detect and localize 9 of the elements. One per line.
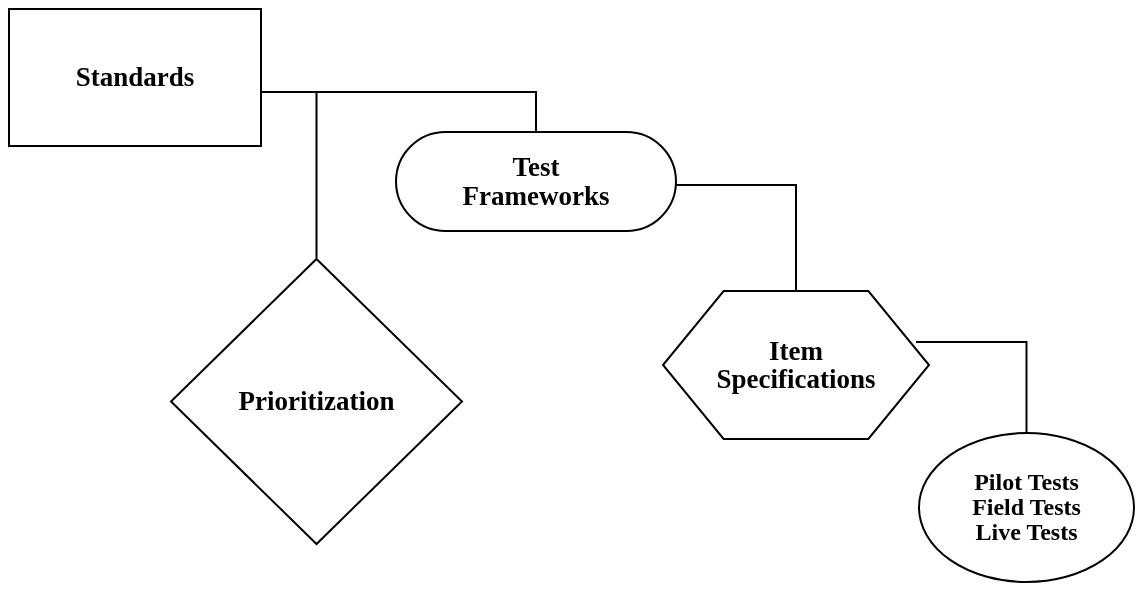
connector-line — [915, 341, 1028, 433]
node-label: Test Frameworks — [462, 153, 610, 210]
node-label: Live Tests — [975, 520, 1078, 546]
node-label: Field Tests — [972, 494, 1081, 521]
node-label: Item Specifications — [716, 336, 876, 394]
node-label: Pilot Tests — [974, 469, 1079, 495]
connector-line — [261, 91, 318, 259]
node-label: Prioritization — [238, 387, 395, 416]
node-label: Standards — [75, 63, 195, 92]
